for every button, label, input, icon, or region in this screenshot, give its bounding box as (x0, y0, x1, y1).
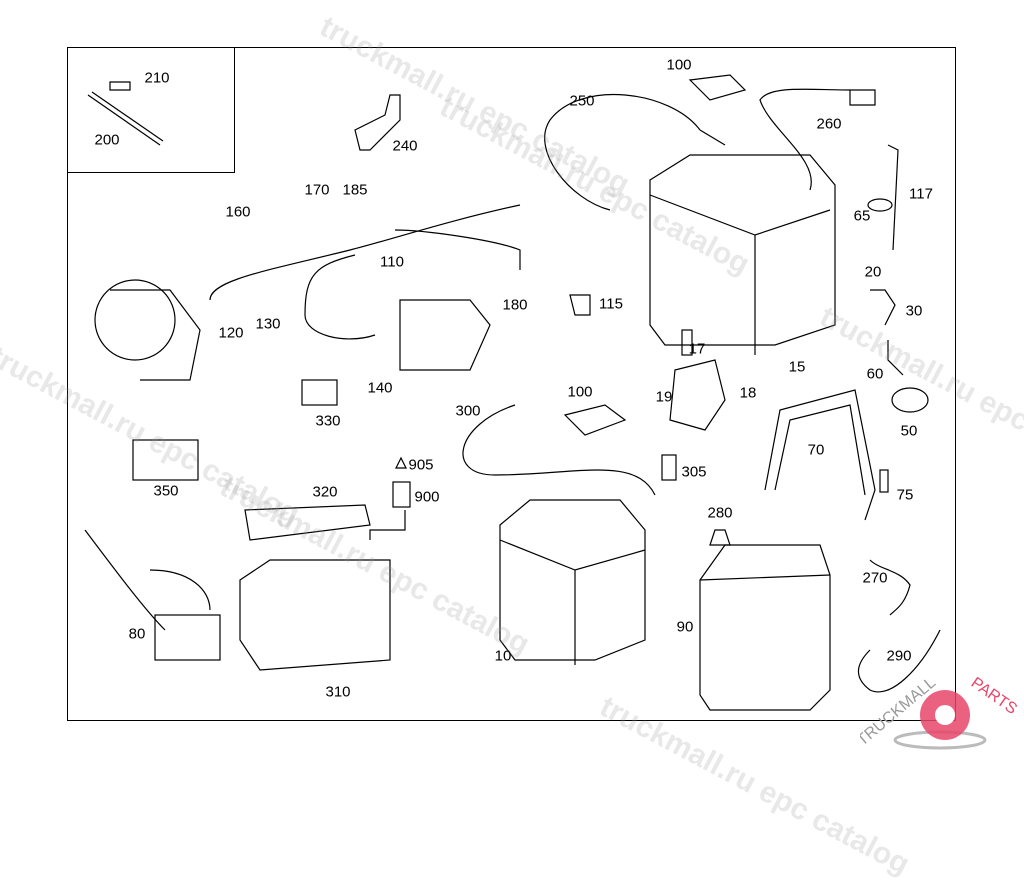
part-bolt-rod (87, 81, 164, 146)
part-label: 100 (666, 56, 692, 74)
part-label: 117 (909, 185, 933, 203)
part-cover-100-mid (563, 404, 627, 436)
part-label: 115 (599, 295, 623, 313)
parts-drawing (84, 74, 941, 711)
part-label: 50 (900, 422, 918, 440)
part-label: 30 (905, 302, 923, 320)
part-label: 185 (342, 181, 368, 199)
part-hose-290 (857, 629, 941, 693)
part-grommet-65 (867, 198, 893, 212)
part-label: 900 (414, 488, 440, 506)
part-label: 60 (866, 365, 884, 383)
part-strap-70 (764, 389, 876, 521)
part-fuse-350 (132, 439, 199, 481)
part-label: 140 (367, 379, 393, 397)
part-label: 65 (853, 207, 871, 225)
part-bolt-17 (681, 329, 693, 356)
part-bolt-75 (879, 469, 889, 493)
part-label: 20 (864, 263, 882, 281)
part-label: 200 (94, 131, 120, 149)
part-label: 310 (325, 683, 351, 701)
part-label: 905 (408, 456, 434, 474)
part-label: 18 (739, 384, 757, 402)
part-hose-30 (870, 289, 896, 326)
part-cable-80 (84, 529, 221, 661)
part-label: 290 (886, 647, 912, 665)
svg-text:PARTS: PARTS (968, 674, 1020, 718)
part-bracket-19 (669, 359, 726, 431)
part-battery-15 (649, 154, 836, 355)
part-label: 70 (807, 441, 825, 459)
diagram-frame (67, 47, 956, 721)
part-cable-300 (462, 404, 656, 496)
part-cable-250 (544, 93, 726, 211)
part-cover-100-top (688, 74, 747, 101)
part-hose-270 (869, 559, 911, 616)
gear-icon (920, 690, 970, 740)
part-alternator (94, 279, 201, 381)
part-label: 10 (494, 647, 512, 665)
part-label: 100 (567, 383, 593, 401)
part-label: 210 (144, 69, 170, 87)
part-fusebox-310 (239, 510, 406, 671)
part-label: 330 (315, 412, 341, 430)
part-label: 305 (681, 463, 707, 481)
part-label: 19 (655, 388, 673, 406)
part-cover-320 (244, 504, 371, 541)
part-grommet-50 (891, 387, 929, 413)
part-label: 280 (707, 504, 733, 522)
part-label: 160 (225, 203, 251, 221)
part-label: 320 (312, 483, 338, 501)
part-label: 180 (502, 296, 528, 314)
part-clip-115 (569, 294, 591, 316)
part-label: 110 (380, 253, 404, 271)
part-cap-280 (709, 529, 731, 546)
part-label: 130 (255, 315, 281, 333)
part-label: 15 (788, 358, 806, 376)
part-label: 17 (688, 340, 706, 358)
part-label: 300 (455, 402, 481, 420)
part-battery-90 (699, 544, 831, 711)
part-label: 350 (153, 482, 179, 500)
part-label: 240 (392, 137, 418, 155)
part-battery-10 (499, 499, 646, 665)
part-cable-260 (759, 88, 876, 191)
part-hose-60 (887, 340, 904, 376)
part-label: 120 (218, 324, 244, 342)
part-label: 250 (569, 92, 595, 110)
part-label: 260 (816, 115, 842, 133)
part-connector-330 (301, 379, 338, 406)
part-label: 170 (304, 181, 330, 199)
part-label: 270 (862, 569, 888, 587)
inset-box (67, 47, 235, 173)
truckmallparts-logo: TRUCKMALL PARTS (860, 674, 1020, 750)
part-cable-110 (209, 204, 521, 340)
part-fuse-305 (661, 454, 677, 481)
part-relay-900 (392, 456, 411, 508)
part-starter (399, 299, 491, 371)
part-label: 75 (896, 486, 914, 504)
part-label: 90 (676, 618, 694, 636)
part-label: 80 (128, 625, 146, 643)
part-bracket-240 (354, 94, 401, 151)
part-sensor-117 (887, 144, 899, 251)
